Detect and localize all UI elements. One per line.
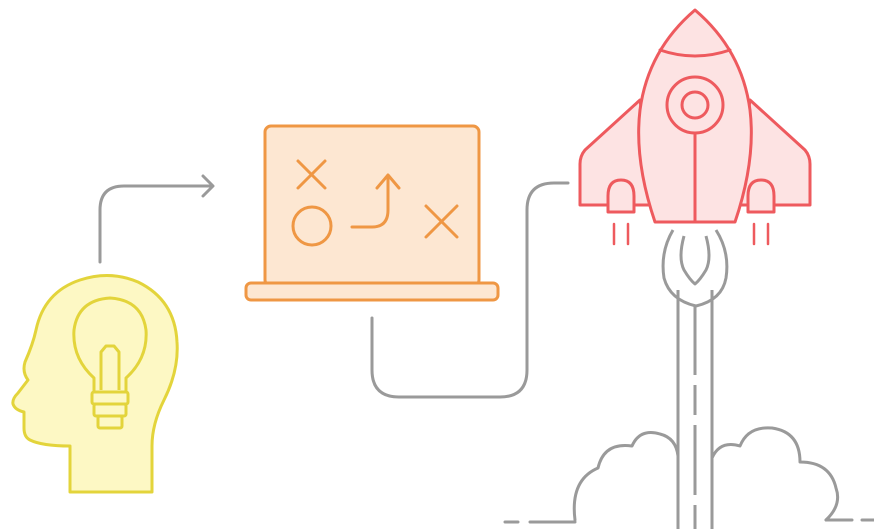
rocket-flame-icon xyxy=(663,230,727,306)
smoke-cloud-right xyxy=(712,428,838,520)
exhaust-trail xyxy=(678,290,712,529)
rocket-booster-right xyxy=(748,180,774,212)
board-screen xyxy=(265,126,479,286)
smoke-clouds xyxy=(505,428,874,522)
booster-exhaust-left xyxy=(614,224,628,244)
connector-line xyxy=(100,186,212,262)
booster-exhaust-right xyxy=(754,224,768,244)
flame-outer xyxy=(663,230,727,306)
strategy-board-icon xyxy=(246,126,498,300)
board-base xyxy=(246,283,498,300)
flame-inner xyxy=(681,236,709,284)
head-lightbulb-icon xyxy=(13,275,177,492)
rocket-icon xyxy=(580,10,810,244)
smoke-cloud-left xyxy=(574,433,678,521)
rocket-window-outer xyxy=(667,77,723,133)
connector-idea-to-plan xyxy=(100,176,213,262)
rocket-booster-left xyxy=(608,180,634,212)
